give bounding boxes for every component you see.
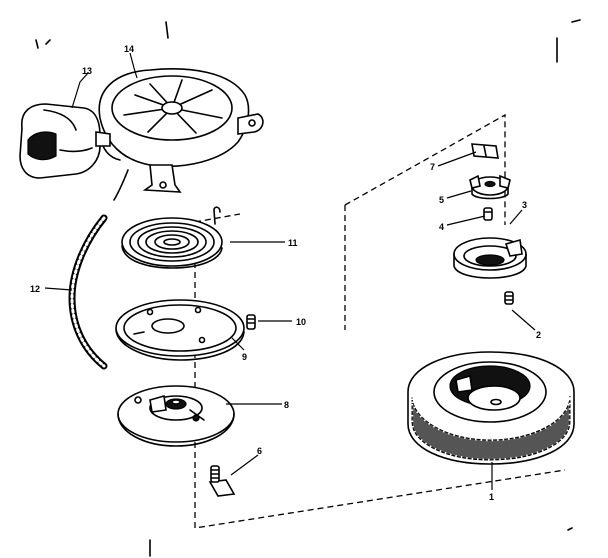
callout-14: 14 [124,44,134,54]
flywheel-screen [407,351,575,465]
callout-3: 3 [522,200,527,210]
screw-4 [483,207,493,221]
callout-1: 1 [489,492,494,502]
callout-labels: 14 13 11 12 10 9 8 6 7 5 4 3 2 1 [30,44,541,502]
callout-5: 5 [439,195,444,205]
retainer-plate [115,299,245,361]
callout-11: 11 [288,238,298,248]
leader-lines [44,52,536,490]
callout-7: 7 [430,162,435,172]
callout-9: 9 [242,352,247,362]
scan-marks [35,19,581,557]
recoil-spring [121,206,223,269]
ratchet-dog [469,174,511,200]
callout-12: 12 [30,284,40,294]
callout-6: 6 [257,446,262,456]
screw-6 [208,465,236,497]
starter-handle [19,103,111,179]
clip [471,143,499,159]
starter-cup [453,237,527,279]
starter-rope [68,214,108,370]
callout-13: 13 [82,66,92,76]
callout-8: 8 [284,400,289,410]
screw-10 [246,314,256,330]
rope-exit [113,169,129,201]
screw-2 [504,291,514,305]
callout-4: 4 [439,222,444,232]
callout-2: 2 [536,330,541,340]
pulley [117,385,235,447]
starter-housing [98,68,264,193]
callout-10: 10 [296,317,306,327]
